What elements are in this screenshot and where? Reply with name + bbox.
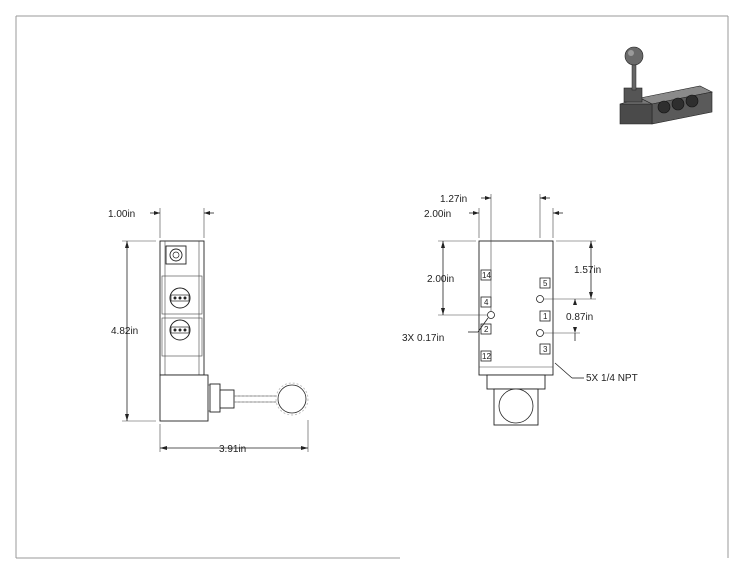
svg-text:2: 2 (484, 325, 489, 334)
svg-text:4: 4 (484, 298, 489, 307)
port-label-5: 5 (539, 277, 551, 289)
svg-text:14: 14 (482, 271, 491, 280)
callout-ports-label: 5X 1/4 NPT (586, 373, 638, 384)
dim-side-width-label: 1.00in (108, 209, 135, 220)
dim-front-right-height: 1.57in (544, 240, 601, 300)
dim-side-height: 4.82in (111, 240, 156, 422)
sheet-border (15, 15, 729, 559)
port-label-1: 1 (539, 310, 551, 322)
mount-hole (536, 295, 544, 303)
port-label-14: 14 (480, 269, 491, 281)
svg-text:3: 3 (543, 345, 548, 354)
svg-text:5: 5 (543, 279, 548, 288)
dim-front-top-a: 1.27in (440, 194, 550, 311)
dim-front-top-b-label: 2.00in (424, 209, 451, 220)
side-view (159, 240, 309, 422)
svg-text:12: 12 (482, 352, 491, 361)
callout-ports: 5X 1/4 NPT (554, 362, 638, 384)
callout-mount-holes: 3X 0.17in (402, 317, 489, 344)
dim-side-length: 3.91in (159, 420, 309, 455)
port-label-2: 2 (480, 323, 492, 335)
dim-front-right-height-label: 1.57in (574, 265, 601, 276)
port-label-4: 4 (480, 296, 492, 308)
dim-front-left-height-label: 2.00in (427, 274, 454, 285)
svg-text:1: 1 (543, 312, 548, 321)
dim-side-height-label: 4.82in (111, 326, 138, 337)
port-label-3: 3 (539, 343, 551, 355)
dim-front-right-spacing: 0.87in (544, 299, 593, 341)
dim-front-top-b: 2.00in (424, 208, 563, 238)
dim-front-top-a-label: 1.27in (440, 194, 467, 205)
mount-hole (487, 311, 495, 319)
port-label-12: 12 (480, 350, 491, 362)
dim-side-width: 1.00in (108, 208, 214, 238)
isometric-preview (619, 46, 713, 125)
callout-mount-holes-label: 3X 0.17in (402, 333, 444, 344)
dim-front-right-spacing-label: 0.87in (566, 312, 593, 323)
mount-hole (536, 329, 544, 337)
dim-front-left-height: 2.00in (427, 240, 487, 316)
dim-side-length-label: 3.91in (219, 444, 246, 455)
